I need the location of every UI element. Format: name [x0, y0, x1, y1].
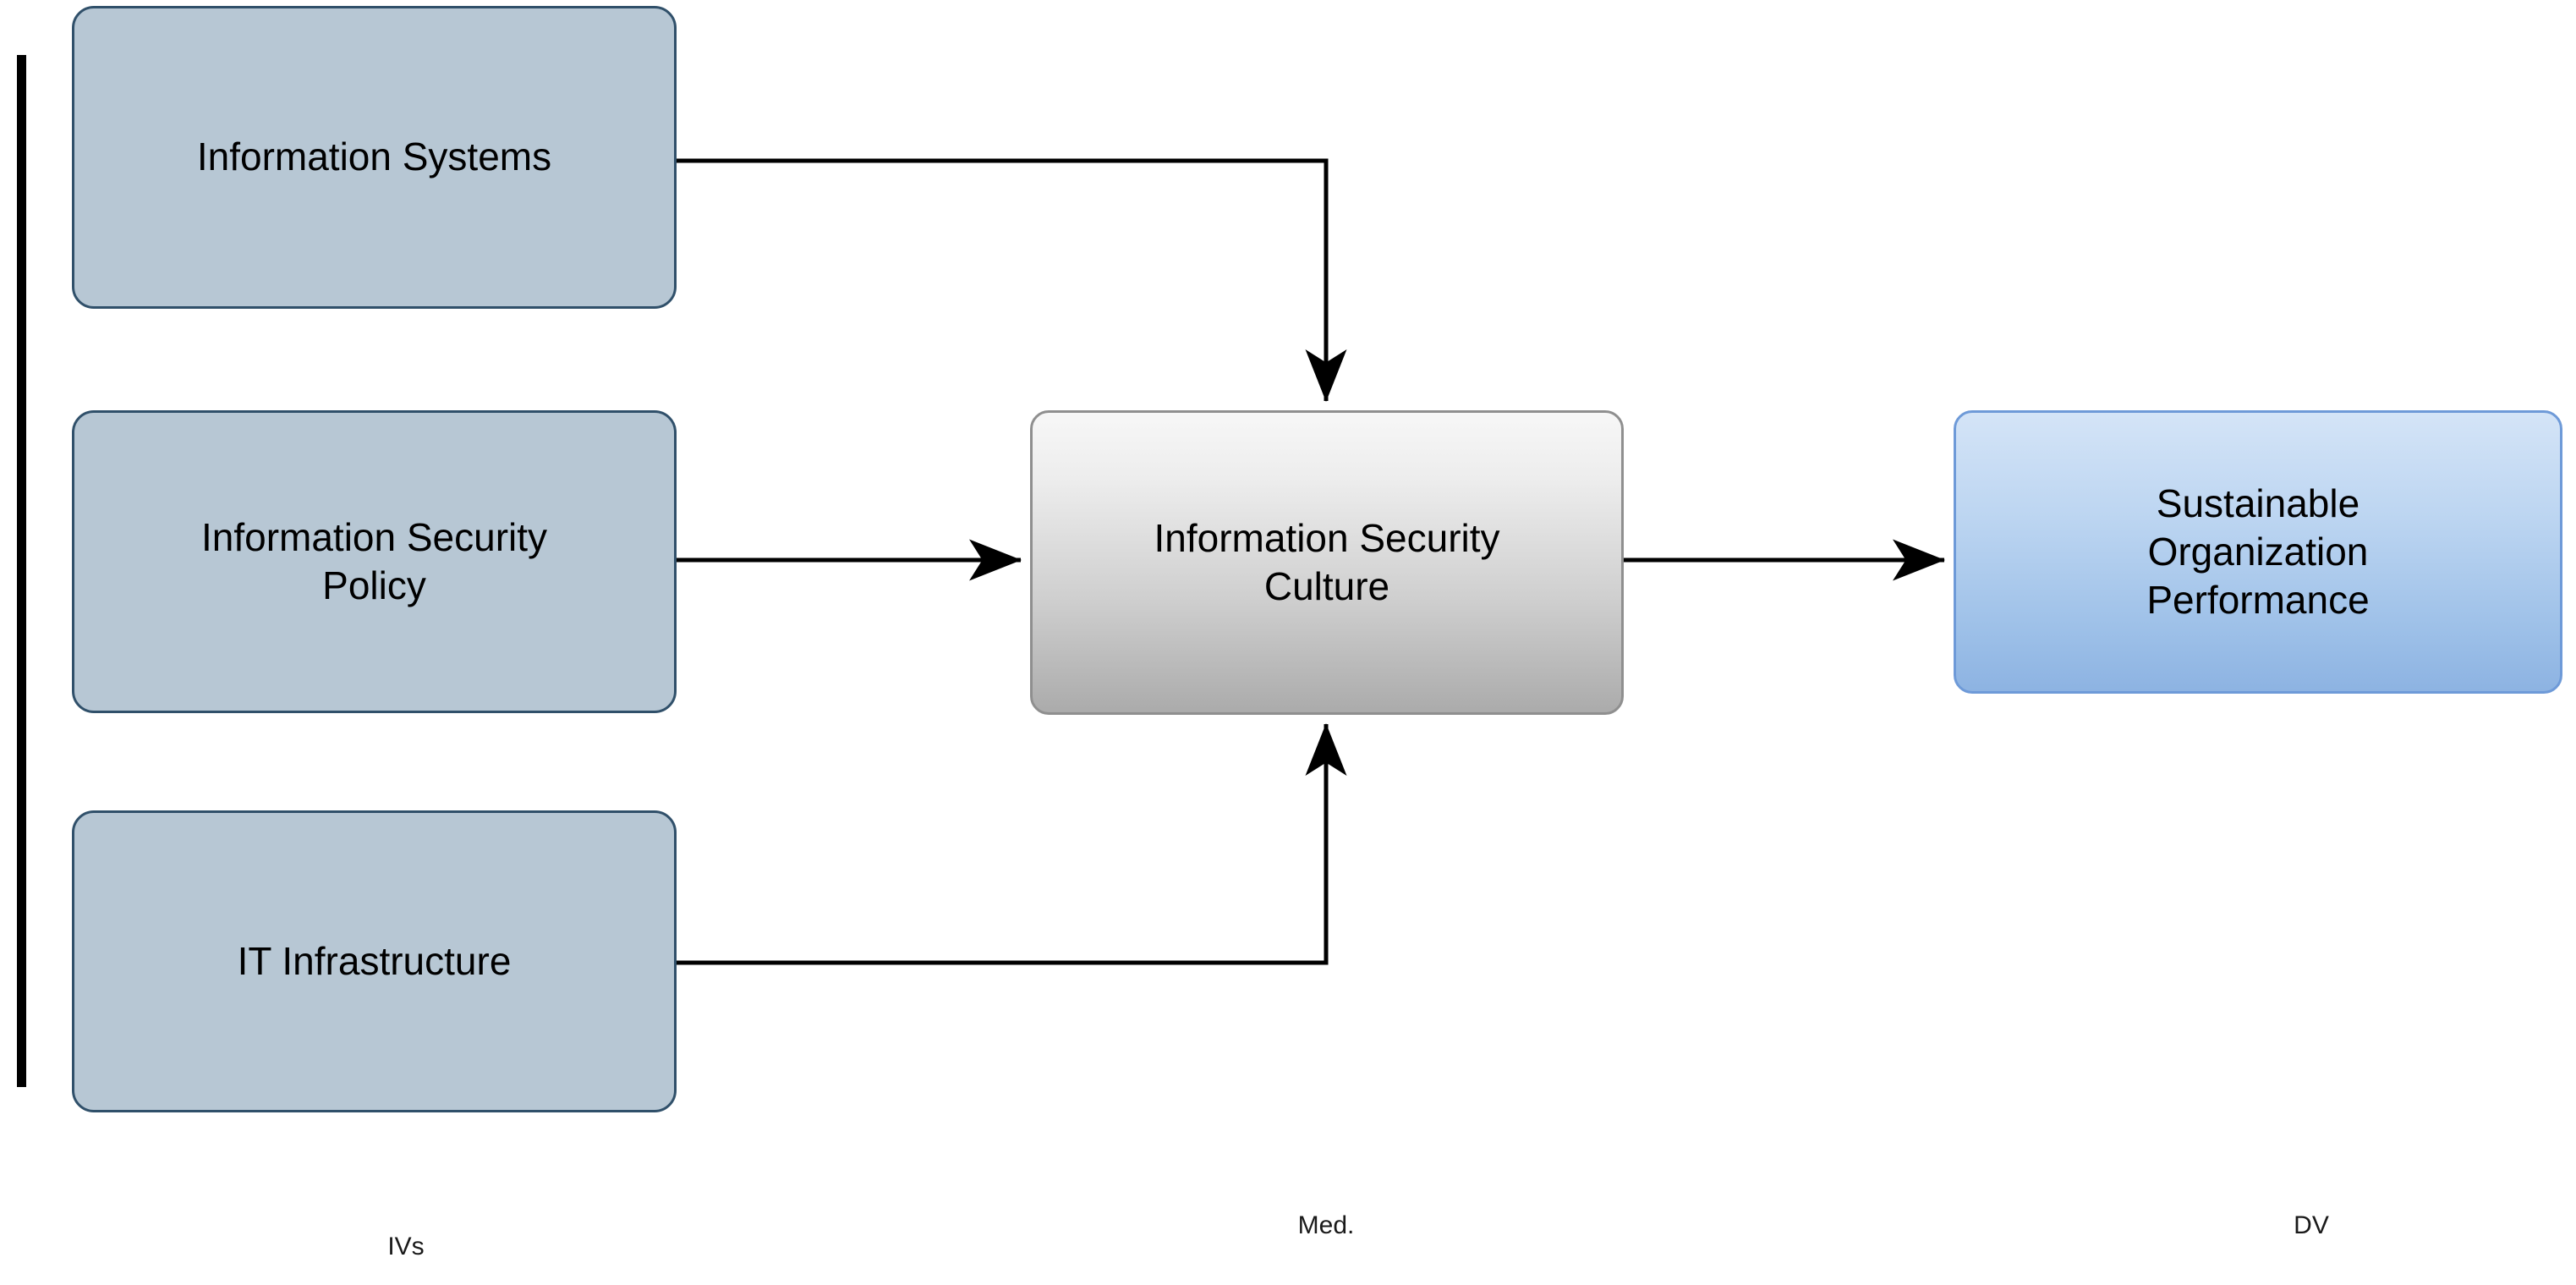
node-information-security-policy-label: Information Security Policy	[200, 514, 548, 607]
node-information-systems[interactable]: Information Systems	[72, 6, 677, 309]
node-information-systems-label: Information Systems	[196, 135, 552, 179]
edge-it-infrastructure-to-culture	[677, 722, 1347, 965]
edge-information-systems-to-culture	[677, 158, 1347, 403]
node-information-security-culture-label: Information Security Culture	[1154, 515, 1500, 608]
node-sustainable-organization-performance-label: Sustainable Organization Performance	[2146, 481, 2370, 623]
ivs-group-bracket	[17, 55, 26, 1087]
node-it-infrastructure-label: IT Infrastructure	[237, 938, 512, 983]
caption-med: Med.	[1297, 1211, 1355, 1239]
node-information-security-policy[interactable]: Information Security Policy	[72, 410, 677, 713]
node-it-infrastructure[interactable]: IT Infrastructure	[72, 810, 677, 1112]
caption-dv: DV	[2294, 1211, 2329, 1239]
node-information-security-culture[interactable]: Information Security Culture	[1030, 410, 1624, 715]
node-sustainable-organization-performance[interactable]: Sustainable Organization Performance	[1954, 410, 2562, 694]
caption-ivs: IVs	[387, 1233, 425, 1260]
